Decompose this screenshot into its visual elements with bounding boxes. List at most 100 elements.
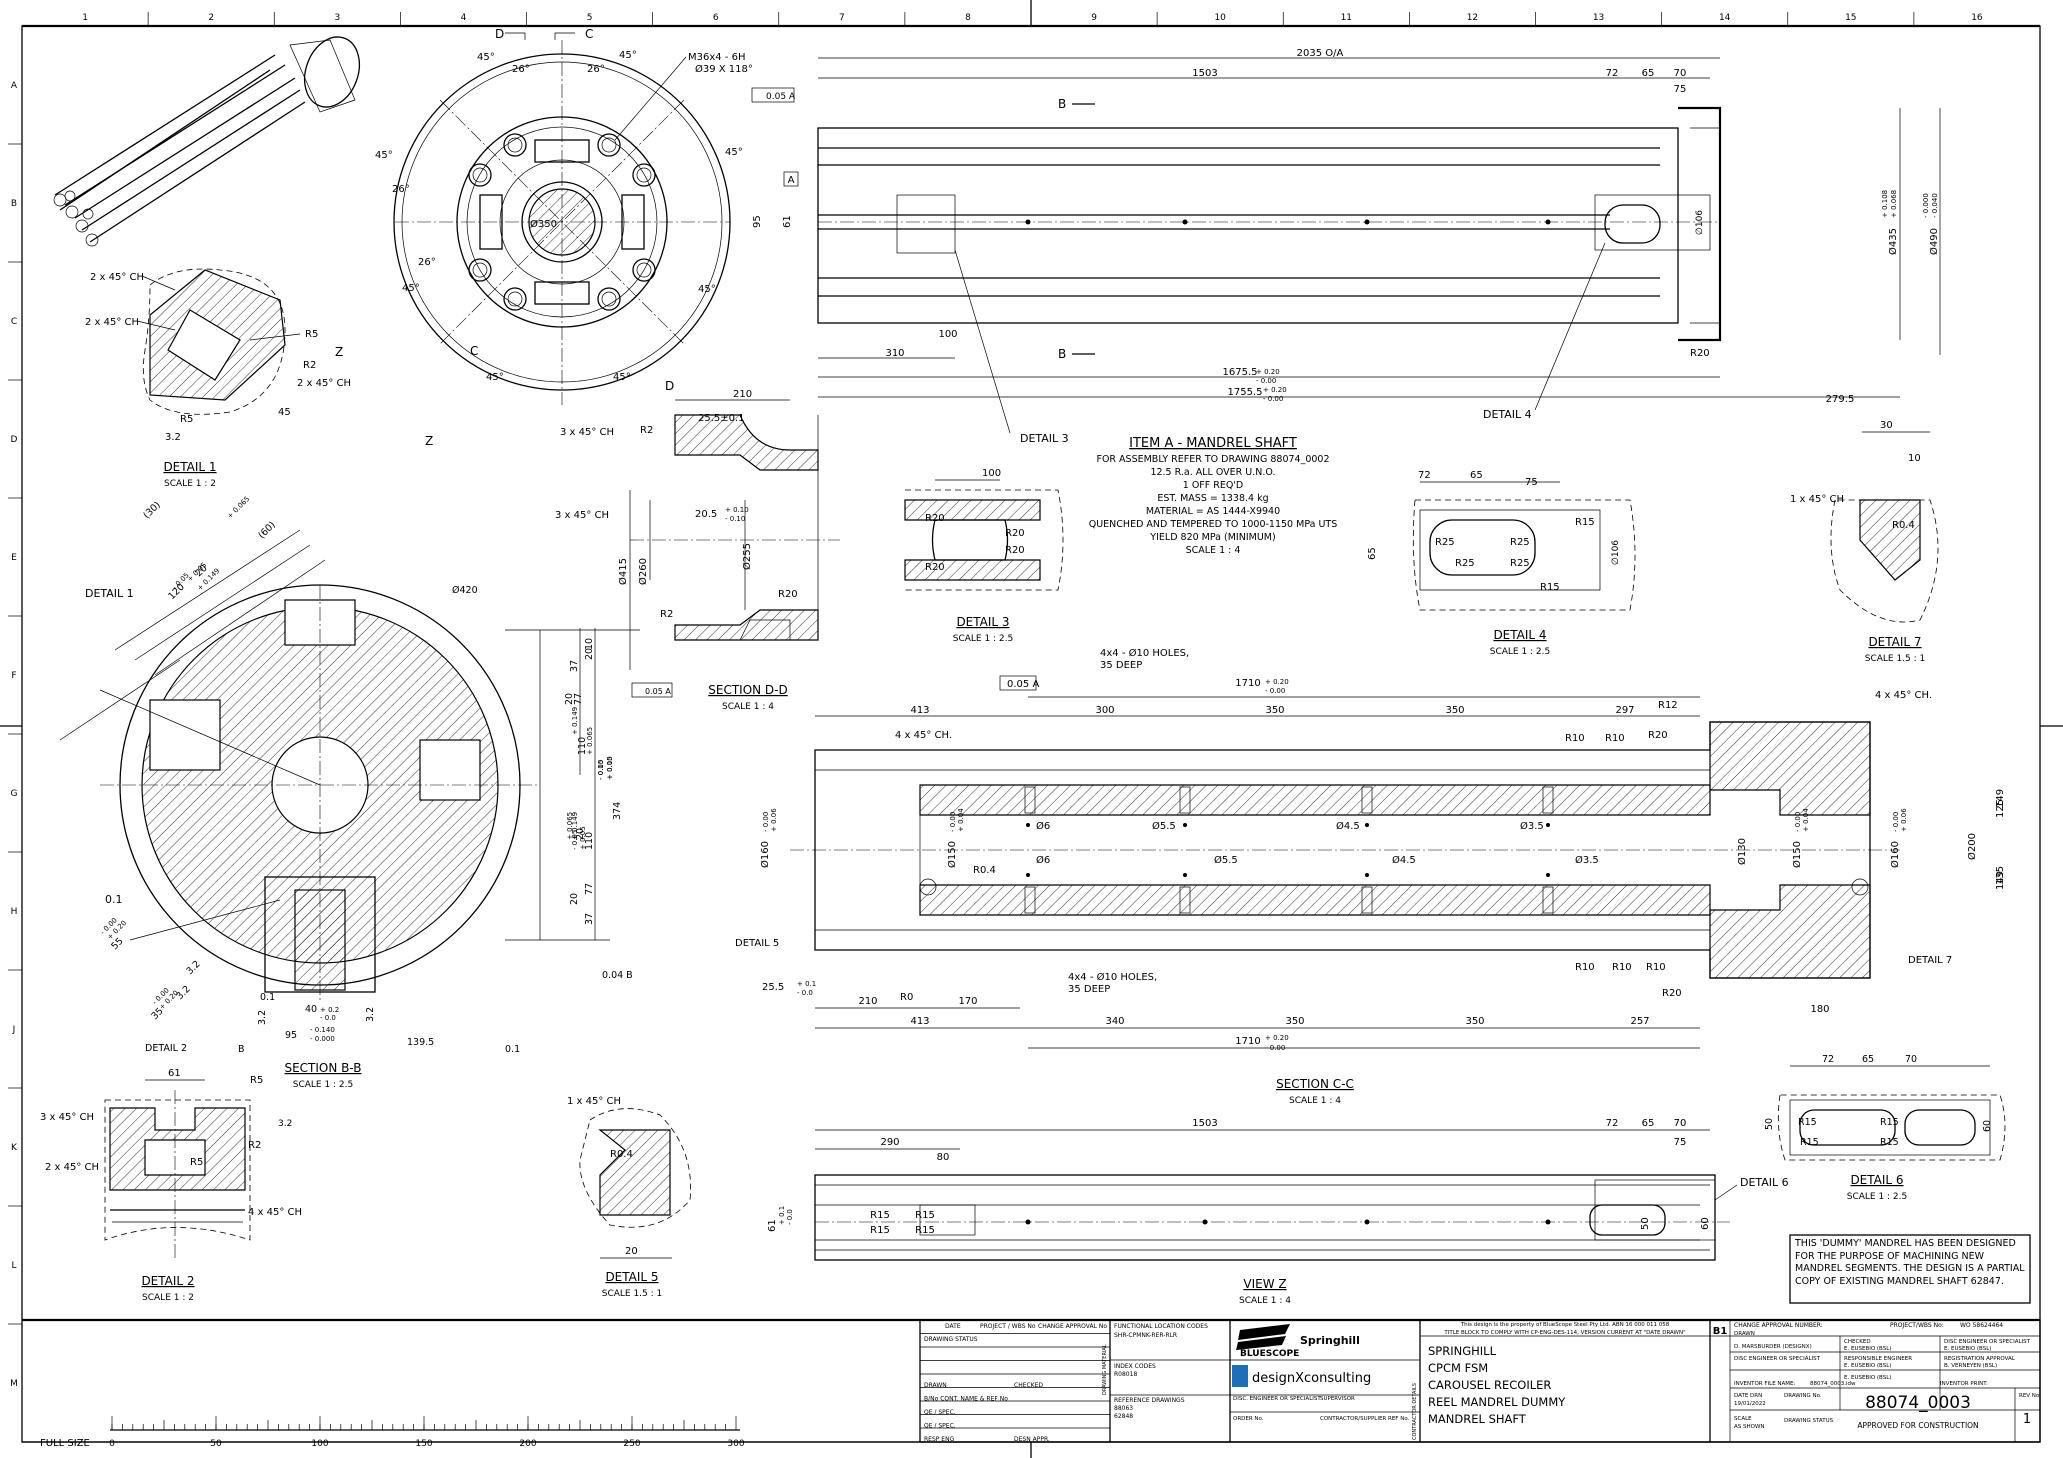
radial-hole [1361, 886, 1373, 914]
detail-1-note: 2 x 45° CH [297, 378, 351, 389]
item-note-line: 12.5 R.a. ALL OVER U.N.O. [1150, 467, 1275, 478]
tb-value: SHR-CPMNK-RER-RLR [1114, 1332, 1177, 1339]
bb-note: - 0.0 [320, 1014, 336, 1022]
tb-label: B/No CONT. NAME & REF No [924, 1396, 1008, 1403]
dd-note: Ø415 [617, 558, 629, 585]
springhill-logo: Springhill [1300, 1334, 1360, 1347]
hole-mark [1365, 823, 1369, 827]
cc-dim: 210 [858, 996, 877, 1007]
bb-note: - 0.140 [310, 1026, 335, 1034]
bolt-hole [507, 291, 523, 307]
scale-tick-label: 300 [727, 1439, 744, 1449]
vz-dim: R15 [870, 1210, 890, 1221]
hole-mark [1182, 219, 1188, 225]
cc-dim: 340 [1105, 1016, 1124, 1027]
bb-note: - 0.10 [597, 760, 605, 780]
row-label: D [11, 435, 18, 445]
column-label: 14 [1719, 13, 1731, 23]
bb-note: 0.04 B [602, 970, 633, 981]
tb-label: SCALE [1734, 1416, 1752, 1422]
tb-label: PROJECT / WBS No [980, 1323, 1036, 1330]
detail-callout: DETAIL 4 [1483, 408, 1532, 421]
section-bb-title: SECTION B-B [284, 1061, 361, 1075]
d6-dim: 72 [1822, 1054, 1834, 1065]
tb-label: DISC ENGINEER OR SPECIALIST [1944, 1339, 2031, 1345]
tb-value: E. EUSEBIO (BSL) [1844, 1375, 1891, 1381]
bb-note: 40 [305, 1004, 317, 1015]
detail-1-note: R5 [305, 329, 318, 340]
row-label: E [11, 553, 17, 563]
bolt-hole [503, 133, 527, 157]
tb-label: PROJECT/WBS No: [1890, 1322, 1944, 1329]
hole-mark [1183, 823, 1187, 827]
tb-value: E. EUSEBIO (BSL) [1844, 1363, 1891, 1369]
detail-3: 100 R20 R20 R20 R20 DETAIL 3 SCALE 1 : 2… [904, 468, 1064, 644]
item-note-line: SCALE 1 : 4 [1186, 545, 1241, 556]
cc-note: Ø150 [1791, 841, 1803, 868]
tb-value: 88063 [1114, 1405, 1133, 1412]
radial-hole [1024, 886, 1036, 914]
cc-note: 4x4 - Ø10 HOLES, [1100, 647, 1189, 659]
cc-note: R10 [1605, 733, 1625, 744]
angle-label: 26° [392, 184, 410, 195]
dummy-note: THIS 'DUMMY' MANDREL HAS BEEN DESIGNED F… [1789, 1234, 2031, 1304]
angle-label: 45° [698, 284, 716, 295]
d4-note: ∅106 [1611, 540, 1621, 565]
tb-label: QE / SPEC. [924, 1423, 956, 1430]
cc-note: R0 [900, 992, 913, 1003]
detail-5-title: DETAIL 5 [605, 1270, 658, 1284]
tb-label: REFERENCE DRAWINGS [1114, 1397, 1185, 1404]
bb-note: (30) [141, 500, 163, 522]
item-a-note: ITEM A - MANDREL SHAFT FOR ASSEMBLY REFE… [1089, 436, 1338, 556]
d4-note: 75 [1525, 477, 1538, 488]
tb-label: REV No [2019, 1393, 2040, 1399]
item-note-line: QUENCHED AND TEMPERED TO 1000-1150 MPa U… [1089, 519, 1338, 530]
tb-label: DRAWING No. [1784, 1393, 1822, 1399]
bb-note: 374 [612, 802, 623, 820]
tb-note: TITLE BLOCK TO COMPLY WITH CP-ENG-DES-11… [1443, 1330, 1685, 1336]
d7-note: 1 x 45° CH [1790, 494, 1844, 505]
bluescope-logo: BLUESCOPE [1240, 1349, 1299, 1359]
d2-note: 4 x 45° CH [248, 1207, 302, 1218]
cc-note: 35 DEEP [1100, 660, 1142, 671]
tolerance: - 0.00 [1263, 395, 1283, 403]
cc-note: - 0.00 [949, 812, 957, 832]
column-label: 8 [965, 13, 971, 23]
bb-note: + 0.065 [586, 727, 594, 755]
vz-dim: 1503 [1192, 1118, 1217, 1129]
detail-2: 61 R5 3 x 45° CH R2 2 x 45° CH R5 4 x 45… [40, 1068, 302, 1303]
end-view: Ø350 D C C D Z Z M36x4 - 6H Ø39 X 118° 4… [335, 27, 753, 448]
flatness-tolerance: 0.05 A [766, 92, 796, 102]
tb-label: CHANGE APPROVAL No [1038, 1323, 1107, 1330]
revision-number: 1 [2023, 1412, 2031, 1427]
vz-dim: 70 [1674, 1118, 1687, 1129]
dimension: 100 [938, 329, 957, 340]
bb-note: 20 [569, 893, 580, 905]
tolerance: + 0.20 [1263, 386, 1287, 394]
bb-note: 3.2 [365, 1007, 376, 1022]
dimension: 1675.5 [1223, 367, 1258, 378]
cc-note: R20 [1648, 730, 1668, 741]
dimension: 2035 O/A [1297, 48, 1344, 59]
tolerance: + 0.068 [1890, 190, 1898, 218]
column-label: 12 [1467, 13, 1478, 23]
vz-dim: 65 [1642, 1118, 1655, 1129]
d2-note: R2 [248, 1140, 261, 1151]
cc-note: + 0.1 [797, 980, 816, 988]
detail-1-note: 45 [278, 407, 291, 418]
detail-2-scale: SCALE 1 : 2 [142, 1293, 194, 1303]
vz-dim: - 0.0 [786, 1209, 794, 1225]
detail-1-note: 2 x 45° CH [90, 272, 144, 283]
bolt-hole [507, 137, 523, 153]
dimension: 72 [1606, 68, 1619, 79]
d2-note: R5 [250, 1075, 263, 1086]
vz-dim: 60 [1700, 1217, 1711, 1230]
row-label: A [11, 81, 18, 91]
cc-note: 125 [1995, 799, 2006, 818]
hole-mark [1364, 219, 1370, 225]
tb-label: RESP ENG [924, 1436, 955, 1443]
cc-note: R10 [1575, 962, 1595, 973]
detail-4-title: DETAIL 4 [1493, 628, 1546, 642]
